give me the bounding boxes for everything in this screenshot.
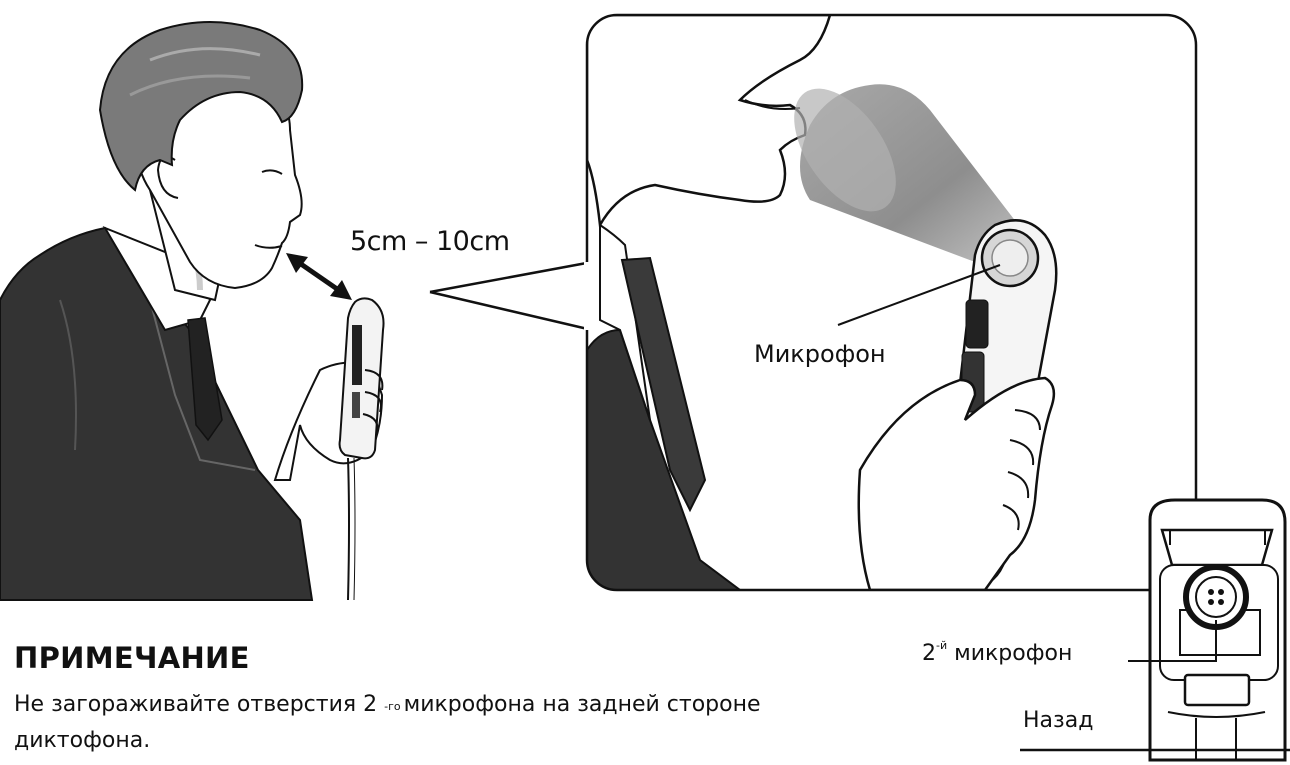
mic2-prefix: 2 — [922, 641, 936, 666]
zoom-pointer — [429, 255, 600, 332]
mic2-leader-line — [1128, 620, 1217, 662]
mic2-superscript: -й — [936, 639, 948, 652]
note-text-part1: Не загораживайте отверстия 2 — [14, 692, 378, 717]
note-superscript: -го — [384, 700, 401, 713]
mic2-text: микрофон — [954, 641, 1073, 666]
note-title: ПРИМЕЧАНИЕ — [14, 641, 250, 675]
sound-cone-icon — [794, 84, 1030, 264]
note-text-part2: микрофона на задней стороне диктофона. — [14, 692, 761, 753]
speaker-figure-icon — [0, 21, 385, 601]
second-microphone-label: 2-й микрофон — [922, 639, 1073, 666]
double-arrow-icon — [286, 253, 352, 300]
mic-leader-line — [837, 264, 1001, 326]
dictaphone-back-icon — [1148, 498, 1287, 762]
zoom-panel — [584, 13, 1198, 592]
distance-label: 5cm – 10cm — [350, 226, 510, 257]
microphone-label: Микрофон — [754, 340, 886, 368]
back-label: Назад — [1023, 708, 1094, 733]
